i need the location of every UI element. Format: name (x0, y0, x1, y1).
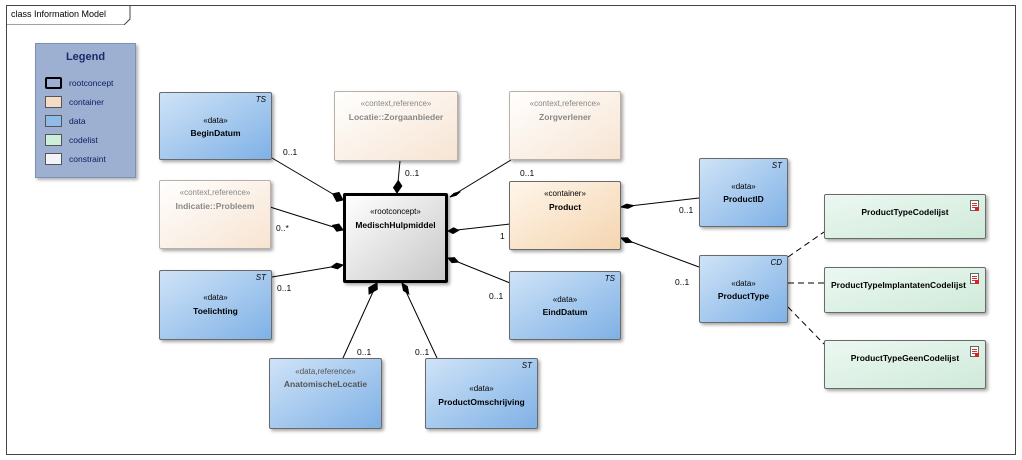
node-anatomische-locatie[interactable]: «data,reference» AnatomischeLocatie (269, 358, 382, 429)
dependency-codelist-1 (787, 231, 825, 258)
node-product-id[interactable]: ST «data» ProductID (699, 158, 788, 227)
node-stereotype: «data» (731, 182, 756, 191)
node-stereotype: «context,reference» (179, 188, 251, 197)
frame-title-tab (6, 5, 131, 25)
node-name: ProductTypeImplantatenCodelijst (831, 280, 966, 290)
multiplicity-eind-datum: 0..1 (489, 291, 504, 301)
multiplicity-toelichting: 0..1 (277, 283, 292, 293)
connector-product-type (620, 237, 700, 268)
node-toelichting[interactable]: ST «data» Toelichting (159, 270, 272, 340)
legend: Legend rootconcept container data codeli… (35, 43, 136, 178)
node-type-tag: TS (604, 274, 615, 283)
connector-indicatie (269, 206, 344, 231)
node-product-type-geen-codelijst[interactable]: ProductTypeGeenCodelijst (824, 340, 986, 389)
diamond-anatomische (368, 282, 378, 295)
node-name: Indicatie::Probleem (175, 201, 255, 211)
node-type-tag: ST (771, 161, 782, 170)
node-name: BeginDatum (190, 128, 241, 138)
node-name: Locatie::Zorgaanbieder (348, 112, 444, 122)
node-name: Toelichting (193, 306, 238, 316)
node-eind-datum[interactable]: TS «data» EindDatum (509, 271, 621, 340)
connector-anatomische (342, 282, 378, 359)
legend-swatch-container (45, 96, 62, 108)
legend-label: codelist (69, 135, 98, 145)
node-product-type-implantaten-codelijst[interactable]: ProductTypeImplantatenCodelijst (824, 267, 986, 313)
node-product[interactable]: «container» Product (509, 181, 621, 250)
multiplicity-locatie: 0..1 (405, 168, 420, 178)
diamond-locatie (392, 179, 403, 194)
connector-zorgverlener (449, 159, 512, 198)
node-name: EindDatum (542, 307, 588, 317)
codelist-icon (970, 200, 979, 211)
node-stereotype: «data» (203, 116, 228, 125)
diagram-frame (6, 5, 1016, 455)
node-product-omschrijving[interactable]: ST «data» ProductOmschrijving (425, 358, 538, 429)
diamond-product-id (619, 203, 636, 209)
diamond-indicatie (331, 223, 344, 232)
diagram-title: class Information Model (11, 9, 107, 19)
node-name: Product (548, 202, 582, 212)
legend-swatch-constraint (45, 153, 62, 165)
node-stereotype: «data» (552, 295, 578, 304)
node-name: MedischHulpmiddel (355, 220, 436, 230)
diamond-begin-datum (331, 191, 344, 202)
node-name: ProductTypeGeenCodelijst (850, 353, 960, 363)
node-type-tag: ST (255, 273, 266, 282)
node-product-type-codelijst[interactable]: ProductTypeCodelijst (824, 194, 986, 239)
node-medisch-hulpmiddel[interactable]: «rootconcept» MedischHulpmiddel (343, 193, 448, 283)
codelist-icon (970, 273, 979, 284)
multiplicity-zorgverlener: 0..1 (520, 168, 535, 178)
node-stereotype: «data» (203, 293, 228, 302)
multiplicity-product-id: 0..1 (679, 205, 694, 215)
codelist-icon (970, 346, 979, 357)
node-name: Zorgverlener (539, 112, 591, 122)
legend-swatch-codelist (45, 134, 62, 146)
node-type-tag: ST (521, 361, 532, 370)
multiplicity-begin-datum: 0..1 (283, 147, 298, 157)
node-name: ProductID (723, 194, 764, 204)
node-name: ProductType (717, 291, 770, 301)
legend-swatch-data (45, 115, 62, 127)
node-locatie-zorgaanbieder[interactable]: «context,reference» Locatie::Zorgaanbied… (334, 91, 458, 161)
node-stereotype: «data» (731, 279, 756, 288)
multiplicity-indicatie: 0..* (276, 223, 289, 233)
multiplicity-product: 1 (500, 231, 505, 241)
diamond-product (446, 227, 460, 235)
node-name: AnatomischeLocatie (283, 379, 368, 389)
node-type-tag: TS (255, 95, 266, 104)
node-stereotype: «context,reference» (360, 99, 432, 108)
diamond-toelichting (329, 262, 345, 270)
connector-begin-datum (271, 157, 344, 201)
connector-omschrijving (401, 282, 438, 359)
diamond-product-type (619, 237, 634, 244)
node-stereotype: «context,reference» (529, 99, 601, 108)
node-indicatie-probleem[interactable]: «context,reference» Indicatie::Probleem (159, 180, 271, 249)
legend-title: Legend (65, 51, 106, 63)
node-stereotype: «data» (469, 384, 494, 393)
node-type-tag: CD (770, 258, 782, 267)
node-name: ProductOmschrijving (438, 397, 525, 407)
dependency-codelist-3 (787, 306, 825, 345)
diamond-zorgverlener (449, 191, 461, 198)
node-stereotype: «container» (544, 189, 586, 198)
multiplicity-omschrijving: 0..1 (415, 347, 430, 357)
diamond-eind-datum (446, 257, 460, 264)
node-begin-datum[interactable]: TS «data» BeginDatum (159, 92, 272, 160)
legend-label: rootconcept (69, 78, 114, 88)
legend-label: container (69, 97, 104, 107)
node-product-type[interactable]: CD «data» ProductType (699, 255, 788, 323)
multiplicity-anatomische: 0..1 (357, 347, 372, 357)
legend-swatch-rootconcept (45, 77, 62, 89)
legend-label: data (69, 116, 86, 126)
legend-label: constraint (69, 154, 106, 164)
node-zorgverlener[interactable]: «context,reference» Zorgverlener (509, 91, 621, 160)
node-name: ProductTypeCodelijst (861, 207, 949, 217)
node-stereotype: «rootconcept» (370, 207, 421, 216)
multiplicity-product-type: 0..1 (675, 277, 690, 287)
node-stereotype: «data,reference» (295, 367, 356, 376)
diamond-omschrijving (401, 281, 410, 295)
